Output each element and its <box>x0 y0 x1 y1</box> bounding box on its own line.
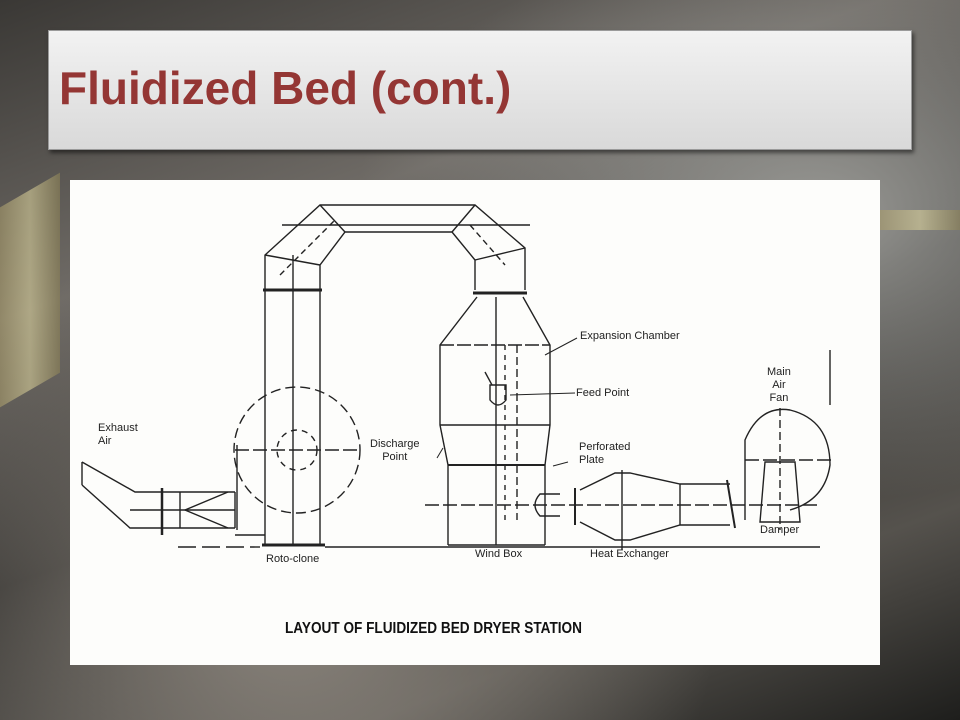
label-expansion-chamber: Expansion Chamber <box>580 330 680 342</box>
label-arrows <box>436 337 578 467</box>
diagram-drawing <box>81 204 832 550</box>
label-perforated-plate: Perforated Plate <box>579 441 631 466</box>
label-roto-clone: Roto-clone <box>266 553 320 565</box>
roto-clone-outline <box>233 386 361 514</box>
label-main-air-fan: Main Air Fan <box>767 366 791 404</box>
label-feed-point: Feed Point <box>576 387 630 399</box>
label-exhaust-air: Exhaust Air <box>98 422 138 447</box>
title-box: Fluidized Bed (cont.) <box>48 30 912 150</box>
label-heat-exchanger: Heat Exchanger <box>590 548 669 560</box>
label-wind-box: Wind Box <box>475 548 523 560</box>
exhaust-duct <box>81 461 265 536</box>
slide-title: Fluidized Bed (cont.) <box>59 62 512 114</box>
background-beam <box>0 172 60 408</box>
label-damper: Damper <box>760 524 800 536</box>
diagram-caption: LAYOUT OF FLUIDIZED BED DRYER STATION <box>285 620 582 637</box>
main-air-fan <box>744 350 832 530</box>
heat-exchanger <box>425 470 820 550</box>
background-beam <box>880 210 960 230</box>
roto-clone-column <box>262 255 325 547</box>
top-duct <box>264 204 530 295</box>
label-discharge-point: Discharge Point <box>370 438 420 463</box>
fluidized-bed-dryer-diagram: Exhaust Air Roto-clone Discharge Point E… <box>70 180 880 665</box>
expansion-chamber <box>439 296 551 546</box>
